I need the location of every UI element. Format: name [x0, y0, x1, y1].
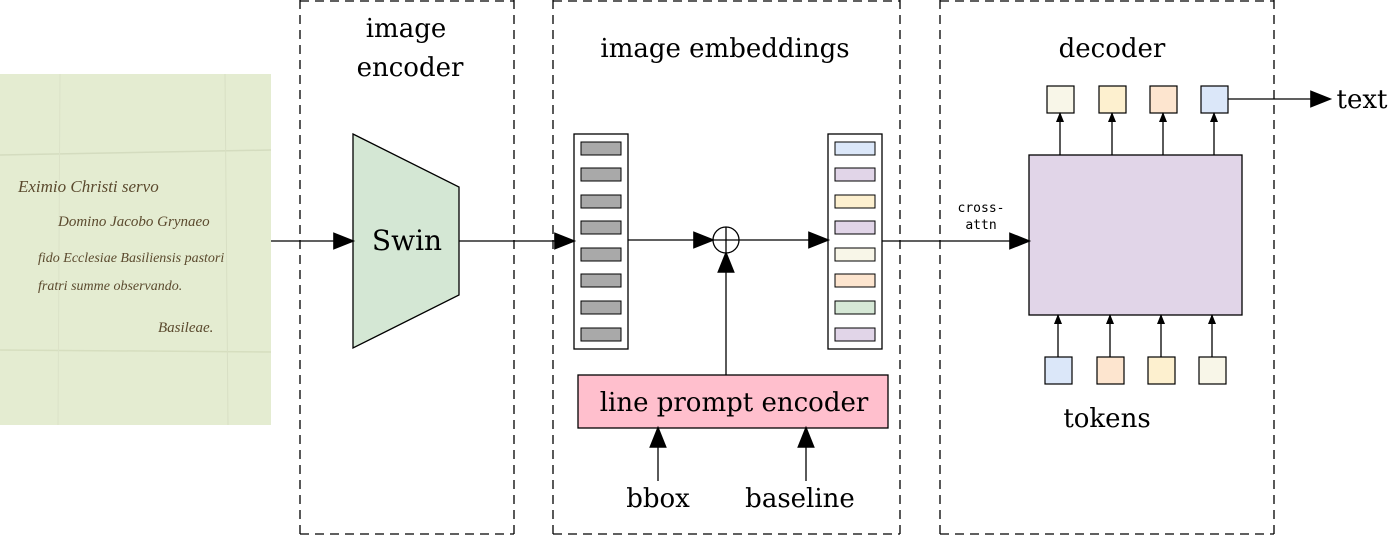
- swin-label: Swin: [372, 224, 442, 257]
- embedding-row: [580, 167, 622, 182]
- image-embedding-stack: [573, 133, 629, 350]
- baseline-label: baseline: [745, 484, 855, 514]
- bbox-label: bbox: [626, 484, 690, 514]
- document-line-4: fratri summe observando.: [38, 279, 182, 294]
- tokens-label: tokens: [1063, 404, 1150, 434]
- decoder-title: decoder: [1059, 34, 1166, 64]
- prompted-embedding-stack: [827, 133, 883, 350]
- encoder-title-line1: image: [366, 14, 447, 44]
- embedding-row: [580, 273, 622, 288]
- embedding-row: [580, 194, 622, 209]
- input-token: [1044, 356, 1073, 385]
- embedding-stack-frame: [573, 133, 629, 350]
- cross-attn-label-line1: cross-: [958, 201, 1005, 216]
- embedding-row: [580, 327, 622, 342]
- prompted-row: [834, 300, 876, 315]
- input-token: [1147, 356, 1176, 385]
- swin-encoder-block: [352, 132, 460, 350]
- embedding-row: [580, 247, 622, 262]
- prompted-row: [834, 247, 876, 262]
- input-token: [1198, 356, 1227, 385]
- decoder-block: [1028, 154, 1243, 316]
- input-token: [1096, 356, 1125, 385]
- document-image: Eximio Christi servo Domino Jacobo Gryna…: [0, 73, 272, 426]
- prompted-stack-frame: [827, 133, 883, 350]
- output-token: [1149, 85, 1178, 114]
- output-token: [1046, 85, 1075, 114]
- prompted-row: [834, 327, 876, 342]
- document-line-2: Domino Jacobo Grynaeo: [57, 214, 210, 230]
- cross-attn-label-line2: attn: [965, 218, 996, 233]
- document-line-5: Basileae.: [158, 320, 213, 336]
- output-token: [1098, 85, 1127, 114]
- section-frames: [299, 0, 1275, 536]
- document-line-1: Eximio Christi servo: [17, 177, 159, 196]
- embedding-row: [580, 220, 622, 235]
- addition-node-icon: [712, 226, 740, 254]
- text-output-label: text: [1337, 85, 1388, 115]
- line-prompt-encoder-label: line prompt encoder: [600, 388, 869, 418]
- output-token: [1200, 85, 1229, 114]
- line-prompt-encoder-block: [577, 374, 889, 429]
- document-paper: [0, 74, 271, 425]
- connectors: [271, 90, 1333, 481]
- prompted-row: [834, 141, 876, 156]
- encoder-title-line2: encoder: [357, 53, 464, 83]
- prompted-row: [834, 167, 876, 182]
- prompted-row: [834, 194, 876, 209]
- prompted-row: [834, 220, 876, 235]
- embedding-row: [580, 300, 622, 315]
- embeddings-title: image embeddings: [600, 34, 849, 64]
- embedding-row: [580, 141, 622, 156]
- document-line-3: fido Ecclesiae Basiliensis pastori: [38, 251, 224, 266]
- prompted-row: [834, 273, 876, 288]
